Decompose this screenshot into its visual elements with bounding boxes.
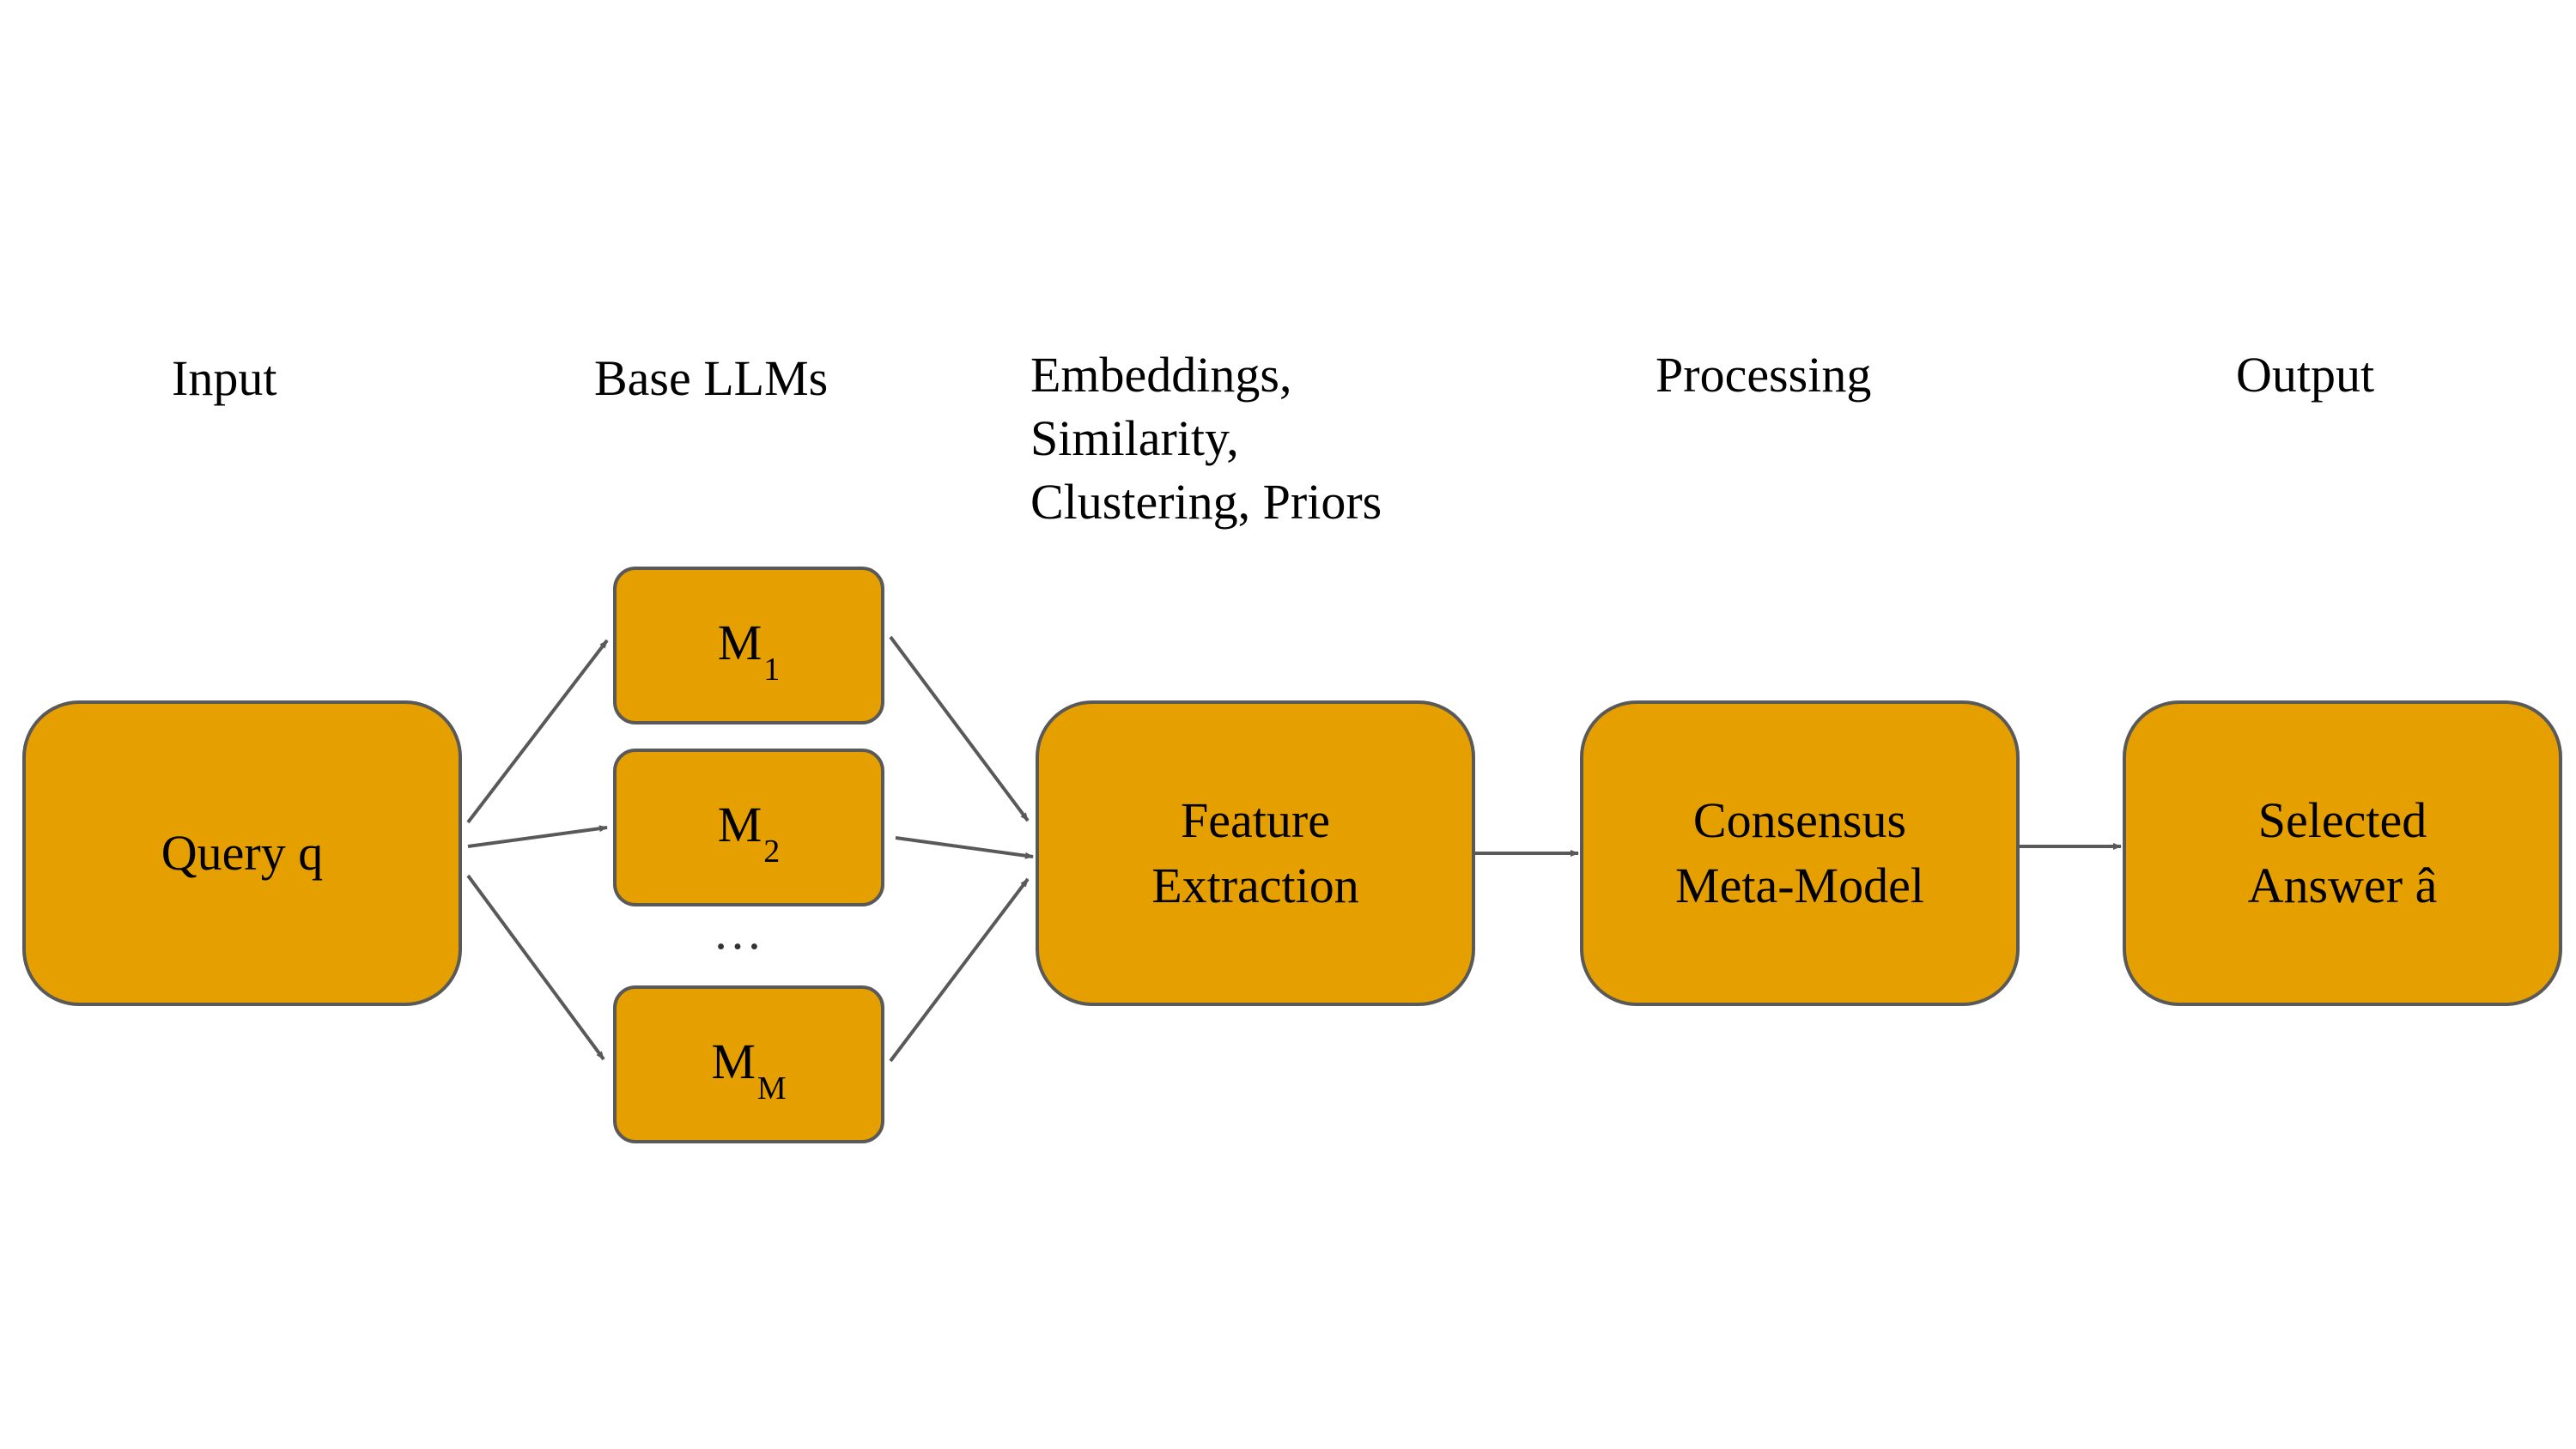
llm-node-m1: M1 [613,567,884,724]
llm-node-m2: M2 [613,749,884,906]
selected-answer-label: Selected Answer â [2248,788,2438,919]
llm-node-m2-subscript: 2 [763,833,781,870]
query-node-label: Query q [161,825,324,881]
consensus-meta-model-label: Consensus Meta-Model [1675,788,1924,919]
llm-node-m1-subscript: 1 [763,651,781,688]
llm-node-mm-label: MM [711,1029,786,1106]
arrow-query-to-m1 [466,639,609,824]
feature-extraction-node: Feature Extraction [1036,700,1475,1006]
stage-label-features: Embeddings, Similarity, Clustering, Prio… [1030,343,1382,534]
consensus-line1: Consensus [1692,792,1907,848]
feature-extraction-line1: Feature [1181,792,1330,848]
stage-label-input: Input [172,350,277,406]
llm-node-m1-label: M1 [717,610,781,688]
selected-answer-line2: Answer â [2247,858,2438,913]
arrow-m1-to-feature [889,635,1030,822]
llm-node-m2-base: M [717,796,762,852]
consensus-meta-model-node: Consensus Meta-Model [1580,700,2020,1006]
stage-label-output: Output [2236,347,2375,403]
stage-label-features-line1: Embeddings, [1030,347,1292,403]
arrow-query-to-m2 [467,825,608,848]
stage-label-base-llms: Base LLMs [594,350,829,406]
llm-node-m2-label: M2 [717,792,781,870]
llm-ellipsis: … [713,904,766,960]
arrow-mm-to-feature [889,877,1030,1063]
stage-label-processing: Processing [1656,347,1872,403]
llm-node-m1-base: M [717,614,762,670]
selected-answer-node: Selected Answer â [2123,700,2562,1006]
arrow-m2-to-feature [895,836,1034,859]
query-node: Query q [22,700,462,1006]
stage-label-features-line2: Similarity, [1030,410,1239,466]
llm-node-mm-subscript: M [756,1070,787,1106]
llm-node-mm: MM [613,985,884,1143]
selected-answer-line1: Selected [2257,792,2427,848]
feature-extraction-line2: Extraction [1151,858,1359,913]
arrow-query-to-mm [466,874,605,1061]
stage-label-features-line3: Clustering, Priors [1030,474,1382,530]
consensus-line2: Meta-Model [1675,858,1924,913]
feature-extraction-label: Feature Extraction [1151,788,1359,919]
llm-node-mm-base: M [711,1033,756,1089]
